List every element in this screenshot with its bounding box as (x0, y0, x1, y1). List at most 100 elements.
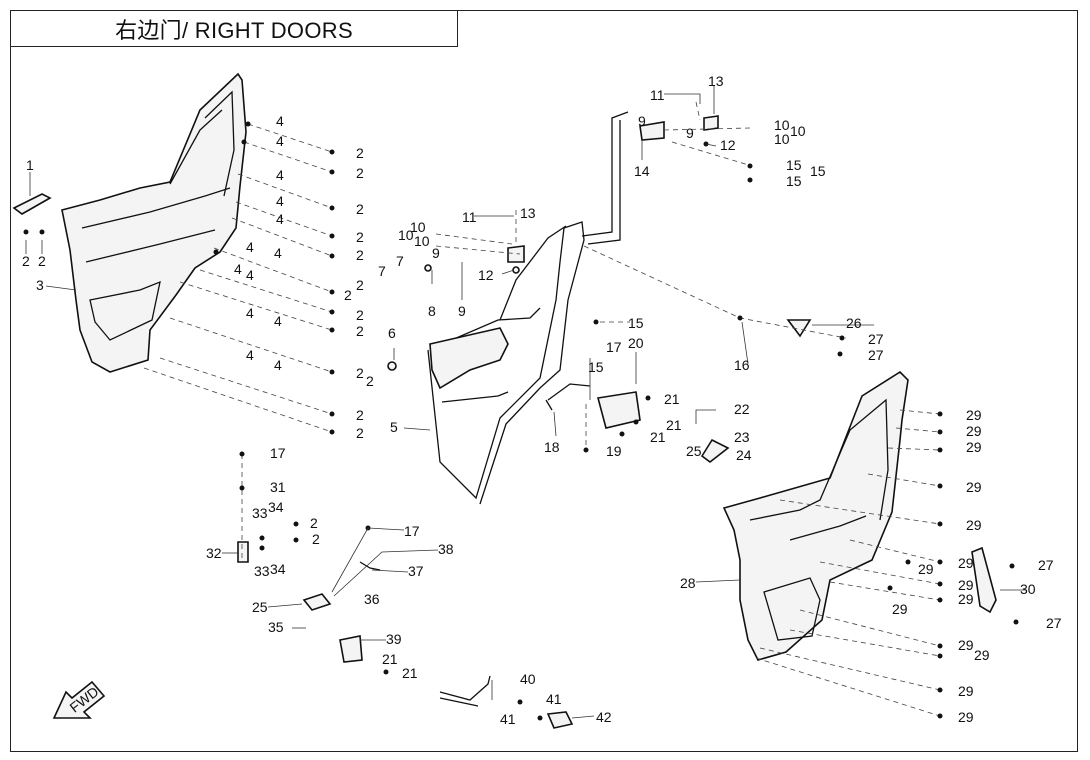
callout-18: 18 (544, 439, 560, 455)
callout-21: 21 (382, 651, 398, 667)
callout-2: 2 (22, 253, 30, 269)
callout-15: 15 (628, 315, 644, 331)
callout-35: 35 (268, 619, 284, 635)
callout-15: 15 (786, 157, 802, 173)
callout-37: 37 (408, 563, 424, 579)
callout-36: 36 (364, 591, 380, 607)
callout-4: 4 (276, 211, 284, 227)
callout-2: 2 (356, 201, 364, 217)
fwd-arrow-icon: FWD (52, 680, 106, 719)
callout-7: 7 (378, 263, 386, 279)
callout-22: 22 (734, 401, 750, 417)
callout-10: 10 (774, 131, 790, 147)
callout-27: 27 (868, 331, 884, 347)
callout-34: 34 (268, 499, 284, 515)
callout-25: 25 (686, 443, 702, 459)
callout-4: 4 (276, 133, 284, 149)
callout-21: 21 (650, 429, 666, 445)
callout-4: 4 (246, 239, 254, 255)
callout-12: 12 (478, 267, 494, 283)
door-handle (12, 193, 52, 215)
callout-20: 20 (628, 335, 644, 351)
callout-3: 3 (36, 277, 44, 293)
callout-19: 19 (606, 443, 622, 459)
callout-14: 14 (634, 163, 650, 179)
front-door-panel (61, 72, 247, 373)
callout-11: 11 (462, 209, 477, 225)
callout-34: 34 (270, 561, 286, 577)
callout-10: 10 (774, 117, 790, 133)
callout-27: 27 (868, 347, 884, 363)
callout-33: 33 (252, 505, 268, 521)
callout-21: 21 (666, 417, 682, 433)
callout-29: 29 (958, 591, 974, 607)
callout-7: 7 (396, 253, 404, 269)
callout-4: 4 (276, 167, 284, 183)
title-block: 右边门/ RIGHT DOORS (10, 10, 458, 47)
callout-2: 2 (356, 229, 364, 245)
callout-15: 15 (786, 173, 802, 189)
callout-32: 32 (206, 545, 222, 561)
callout-29: 29 (966, 423, 982, 439)
callout-15: 15 (588, 359, 604, 375)
callout-17: 17 (606, 339, 622, 355)
callout-2: 2 (356, 307, 364, 323)
callout-8: 8 (428, 303, 436, 319)
callout-27: 27 (1046, 615, 1062, 631)
callout-4: 4 (274, 313, 282, 329)
callout-9: 9 (638, 113, 646, 129)
callout-29: 29 (918, 561, 934, 577)
callout-9: 9 (686, 125, 694, 141)
page-title: 右边门/ RIGHT DOORS (115, 17, 353, 43)
callout-24: 24 (736, 447, 752, 463)
callout-labels: 1 2 2 3 4 4 4 4 4 4 4 4 4 4 4 4 4 2 2 2 … (22, 73, 1062, 727)
callout-2: 2 (312, 531, 320, 547)
callout-13: 13 (520, 205, 536, 221)
assembly-lines (143, 101, 941, 717)
callout-25: 25 (252, 599, 268, 615)
drawing-frame (10, 10, 1078, 752)
callout-29: 29 (958, 709, 974, 725)
callout-9: 9 (432, 245, 440, 261)
callout-4: 4 (234, 261, 242, 277)
callout-21: 21 (402, 665, 418, 681)
callout-21: 21 (664, 391, 680, 407)
callout-4: 4 (246, 267, 254, 283)
callout-28: 28 (680, 575, 696, 591)
callout-16: 16 (734, 357, 750, 373)
callout-2: 2 (356, 365, 364, 381)
callout-4: 4 (274, 357, 282, 373)
callout-38: 38 (438, 541, 454, 557)
callout-4: 4 (246, 305, 254, 321)
door-tube-frame (427, 111, 629, 505)
callout-29: 29 (958, 637, 974, 653)
leader-lines (25, 86, 1026, 719)
callout-41: 41 (546, 691, 562, 707)
callout-15: 15 (810, 163, 826, 179)
callout-29: 29 (892, 601, 908, 617)
hardware-parts (237, 115, 812, 729)
callout-29: 29 (958, 577, 974, 593)
callout-40: 40 (520, 671, 536, 687)
callout-2: 2 (356, 247, 364, 263)
callout-23: 23 (734, 429, 750, 445)
callout-29: 29 (966, 479, 982, 495)
callout-10: 10 (410, 219, 426, 235)
callout-2: 2 (38, 253, 46, 269)
callout-39: 39 (386, 631, 402, 647)
callout-10: 10 (790, 123, 806, 139)
callout-26: 26 (846, 315, 862, 331)
callout-29: 29 (966, 517, 982, 533)
callout-29: 29 (974, 647, 990, 663)
callout-13: 13 (708, 73, 724, 89)
callout-42: 42 (596, 709, 612, 725)
callout-2: 2 (356, 277, 364, 293)
callout-30: 30 (1020, 581, 1036, 597)
callout-2: 2 (356, 165, 364, 181)
callout-2: 2 (310, 515, 318, 531)
callout-4: 4 (246, 347, 254, 363)
callout-2: 2 (366, 373, 374, 389)
callout-10: 10 (398, 227, 414, 243)
callout-4: 4 (276, 113, 284, 129)
